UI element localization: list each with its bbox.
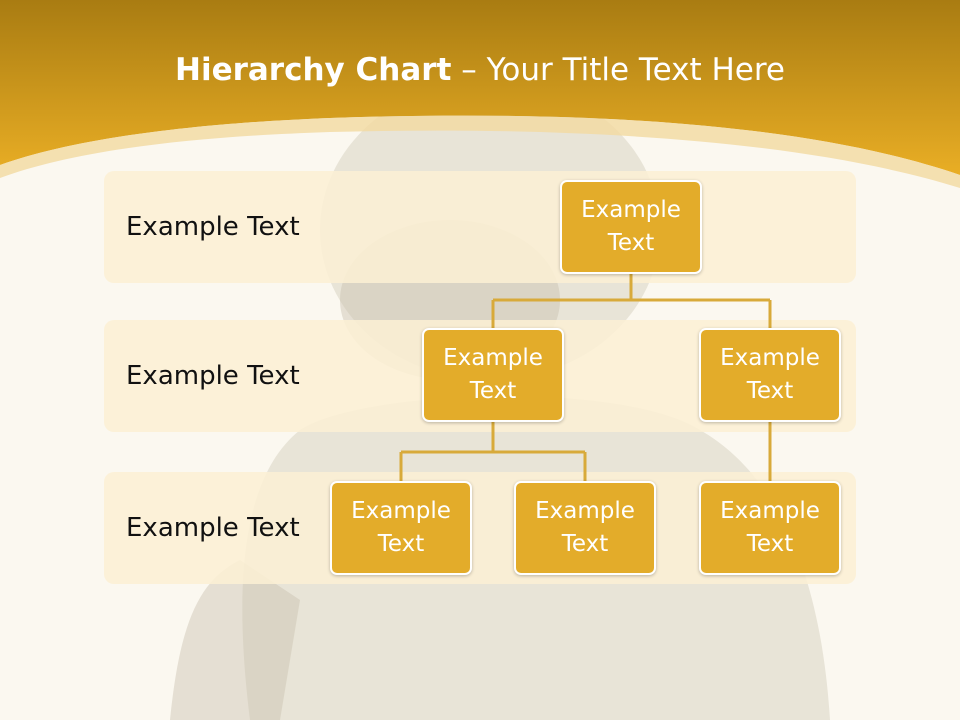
level-label-1: Example Text [126,212,300,242]
node-grandchild-right-1[interactable]: Example Text [699,481,841,575]
level-label-2: Example Text [126,361,300,391]
node-grandchild-left-1[interactable]: Example Text [330,481,472,575]
node-root[interactable]: Example Text [560,180,702,274]
title-subtitle: – Your Title Text Here [461,52,785,88]
slide-title: Hierarchy Chart – Your Title Text Here [0,52,960,88]
level-band-1: Example Text [104,171,856,283]
node-child-left[interactable]: Example Text [422,328,564,422]
node-child-right[interactable]: Example Text [699,328,841,422]
level-label-3: Example Text [126,513,300,543]
header-banner [0,0,960,188]
node-grandchild-left-2[interactable]: Example Text [514,481,656,575]
title-bold: Hierarchy Chart [175,52,452,88]
